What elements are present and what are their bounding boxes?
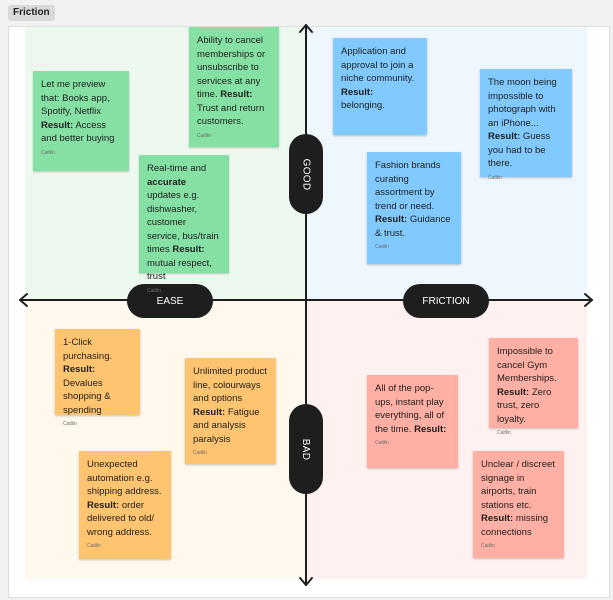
arrow-right-icon bbox=[584, 293, 593, 307]
note-author: Caitlin bbox=[197, 132, 211, 139]
note-author: Caitlin bbox=[481, 543, 495, 549]
note-author: Caitlin bbox=[63, 421, 77, 427]
sticky-note[interactable]: Application and approval to join a niche… bbox=[333, 38, 427, 135]
sticky-note[interactable]: Impossible to cancel Gym Memberships. Re… bbox=[489, 338, 578, 436]
note-author: Caitlin bbox=[488, 174, 502, 181]
arrow-down-icon bbox=[299, 577, 313, 586]
sticky-note[interactable]: Let me preview that: Books app, Spotify,… bbox=[33, 71, 129, 171]
sticky-note[interactable]: The moon being impossible to photograph … bbox=[480, 69, 572, 181]
note-author: Caitlin bbox=[41, 149, 55, 156]
sticky-note[interactable]: Ability to cancel memberships or unsubsc… bbox=[189, 27, 279, 147]
sticky-note[interactable]: Fashion brands curating assortment by tr… bbox=[367, 152, 461, 264]
sticky-note[interactable]: Unexpected automation e.g. shipping addr… bbox=[79, 451, 171, 559]
sticky-note[interactable]: Real-time and accurate updates e.g. dish… bbox=[139, 155, 229, 294]
note-author: Caitlin bbox=[497, 430, 511, 436]
sticky-note[interactable]: 1-Click purchasing. Result: Devalues sho… bbox=[55, 329, 140, 427]
sticky-note[interactable]: Unlimited product line, colourways and o… bbox=[185, 358, 276, 464]
sticky-note[interactable]: Unclear / discreet signage in airports, … bbox=[473, 451, 564, 558]
note-author: Caitlin bbox=[375, 244, 389, 250]
note-author: Caitlin bbox=[193, 450, 207, 456]
axis-label-ease: EASE bbox=[127, 284, 213, 318]
sticky-note[interactable]: All of the pop-ups, instant play everyth… bbox=[367, 375, 458, 468]
note-author: Caitlin bbox=[147, 287, 161, 294]
arrow-up-icon bbox=[299, 24, 313, 33]
note-author: Caitlin bbox=[375, 440, 389, 446]
board-title-tag[interactable]: Friction bbox=[8, 5, 55, 21]
axis-label-bad: BAD bbox=[289, 404, 323, 494]
note-author: Caitlin bbox=[87, 543, 101, 549]
axis-label-good: GOOD bbox=[289, 134, 323, 214]
axis-label-friction: FRICTION bbox=[403, 284, 489, 318]
arrow-left-icon bbox=[19, 293, 28, 307]
